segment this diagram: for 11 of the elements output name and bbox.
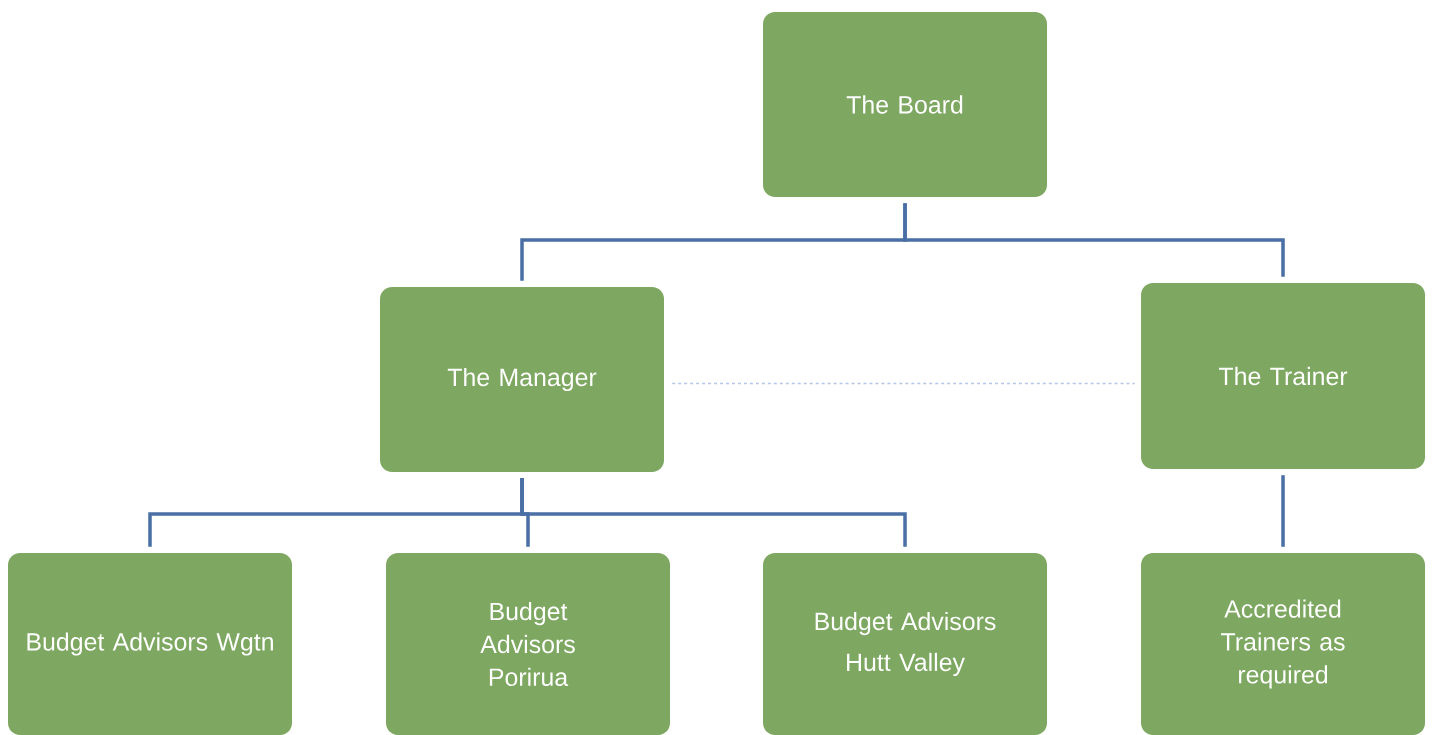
connector-line — [671, 382, 1136, 385]
org-box: Budget Advisors Porirua — [386, 553, 670, 735]
org-box: The Manager — [380, 287, 664, 472]
org-box: Budget Advisors Hutt Valley — [763, 553, 1047, 735]
org-box: Budget Advisors Wgtn — [8, 553, 292, 735]
connector-line — [1281, 475, 1285, 547]
org-box: Accredited Trainers as required — [1141, 553, 1425, 735]
org-box: The Board — [763, 12, 1047, 197]
connector-line — [903, 203, 1285, 277]
connector-line — [520, 478, 907, 547]
org-box: The Trainer — [1141, 283, 1425, 469]
